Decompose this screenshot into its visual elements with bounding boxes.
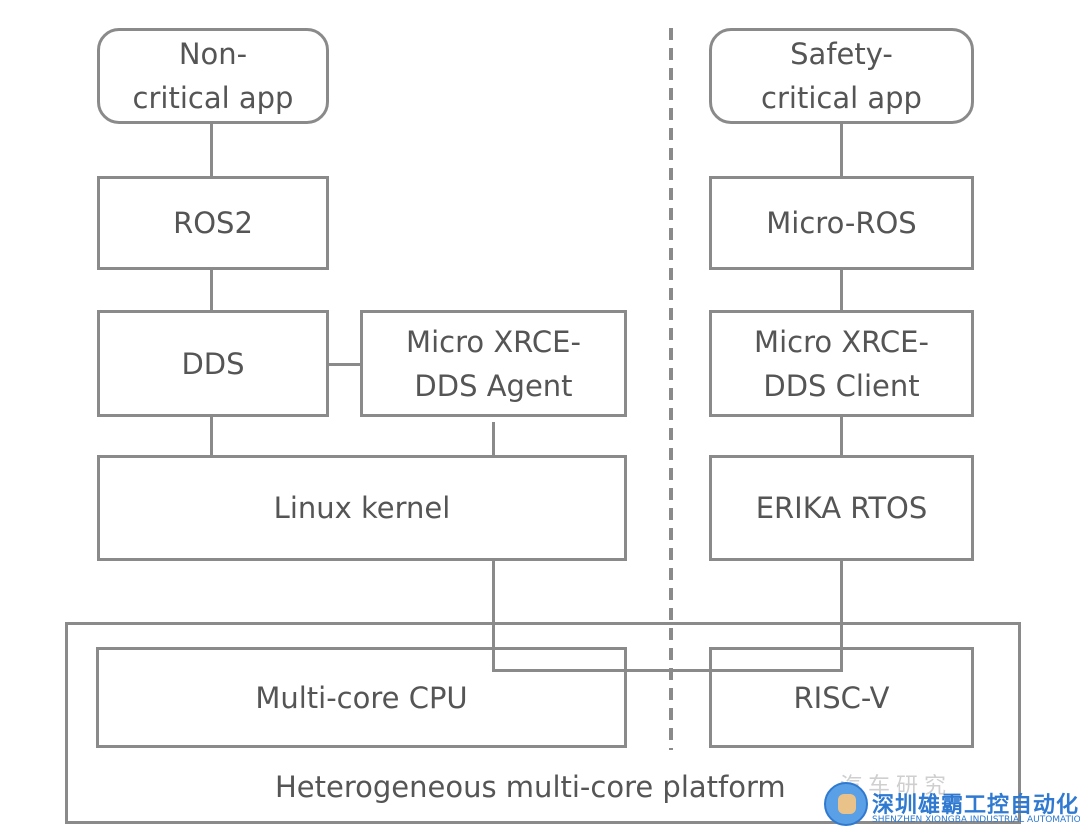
safety-app-line1: Safety- bbox=[790, 37, 893, 71]
connector-safety-app-microros bbox=[840, 123, 843, 177]
xrce-agent-box: Micro XRCE- DDS Agent bbox=[360, 310, 627, 417]
xrce-client-line2: DDS Client bbox=[763, 368, 920, 403]
dds-box: DDS bbox=[97, 310, 329, 417]
erika-rtos-box: ERIKA RTOS bbox=[709, 455, 974, 561]
ros2-box: ROS2 bbox=[97, 176, 329, 270]
xrce-client-box: Micro XRCE- DDS Client bbox=[709, 310, 974, 417]
xrce-client-line1: Micro XRCE- bbox=[754, 324, 929, 359]
dds-label: DDS bbox=[181, 346, 245, 381]
platform-container bbox=[65, 622, 1021, 824]
multi-core-cpu-label: Multi-core CPU bbox=[255, 680, 468, 715]
ros2-label: ROS2 bbox=[173, 206, 253, 240]
linux-kernel-label: Linux kernel bbox=[273, 491, 451, 525]
connector-agent-kernel bbox=[492, 422, 495, 456]
non-critical-app-line2: critical app bbox=[132, 81, 294, 115]
xrce-agent-line1: Micro XRCE- bbox=[406, 324, 581, 359]
non-critical-app-line1: Non- bbox=[178, 37, 248, 71]
link-horizontal bbox=[492, 669, 843, 672]
connector-dds-agent bbox=[328, 363, 361, 366]
platform-label: Heterogeneous multi-core platform bbox=[275, 770, 786, 804]
connector-dds-kernel bbox=[210, 416, 213, 456]
multi-core-cpu-box: Multi-core CPU bbox=[96, 647, 627, 748]
micro-ros-box: Micro-ROS bbox=[709, 176, 974, 270]
micro-ros-label: Micro-ROS bbox=[766, 206, 917, 240]
xrce-agent-line2: DDS Agent bbox=[414, 368, 573, 403]
linux-kernel-box: Linux kernel bbox=[97, 455, 627, 561]
connector-app-ros2 bbox=[210, 123, 213, 177]
connector-microros-client bbox=[840, 269, 843, 311]
safety-critical-app-box: Safety-critical app bbox=[709, 28, 974, 124]
risc-v-label: RISC-V bbox=[793, 680, 890, 715]
watermark-en-text: SHENZHEN XIONGBA INDUSTRIAL AUTOMATION bbox=[872, 815, 1080, 825]
link-kernel-down bbox=[492, 560, 495, 672]
connector-ros2-dds bbox=[210, 269, 213, 311]
link-rtos-down bbox=[840, 560, 843, 672]
watermark-logo-icon bbox=[824, 782, 868, 826]
partition-dashed-line bbox=[669, 28, 673, 750]
watermark-cn-text: 深圳雄霸工控自动化 bbox=[872, 793, 1080, 818]
risc-v-box: RISC-V bbox=[709, 647, 974, 748]
connector-client-rtos bbox=[840, 416, 843, 456]
non-critical-app-box: Non-critical app bbox=[97, 28, 329, 124]
erika-rtos-label: ERIKA RTOS bbox=[755, 491, 928, 525]
safety-app-line2: critical app bbox=[761, 81, 922, 115]
